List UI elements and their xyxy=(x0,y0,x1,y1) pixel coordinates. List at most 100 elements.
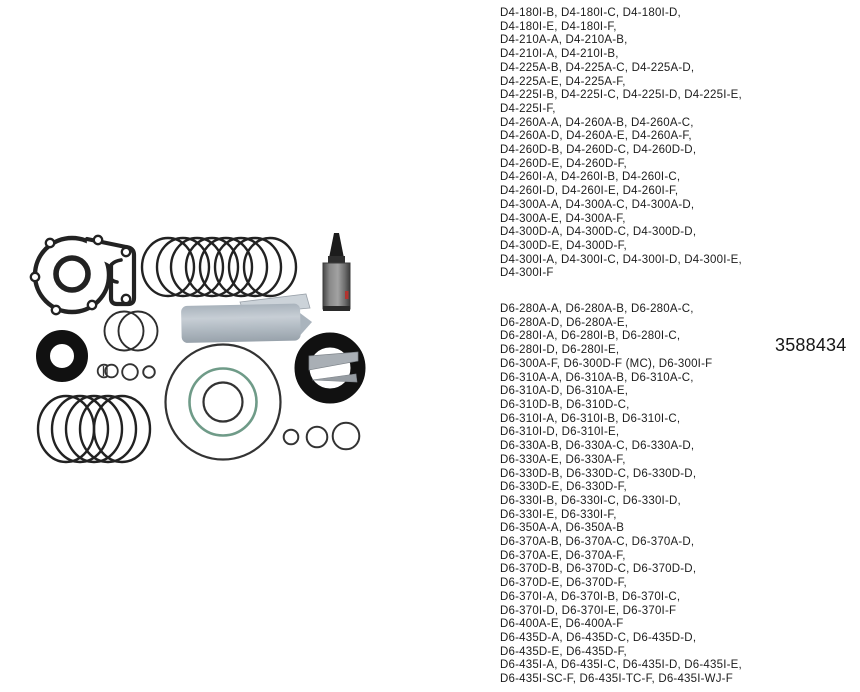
model-line: D4-260A-A, D4-260A-B, D4-260A-C, xyxy=(500,116,694,129)
model-line: D4-225A-B, D4-225A-C, D4-225A-D, xyxy=(500,61,695,74)
small-o-ring-trio xyxy=(282,421,361,451)
gasket-flange-outline xyxy=(84,236,137,307)
bolt-hole xyxy=(50,304,62,316)
large-o-ring xyxy=(92,394,152,464)
model-line: D6-310I-A, D6-310I-B, D6-310I-C, xyxy=(500,412,681,425)
model-line: D4-180I-E, D4-180I-F, xyxy=(500,20,617,33)
bolt-hole xyxy=(92,234,104,246)
o-ring xyxy=(184,236,240,298)
seal-green-ring xyxy=(188,367,258,437)
model-line: D4-210I-A, D4-210I-B, xyxy=(500,48,619,61)
bolt-hole xyxy=(86,299,98,311)
model-line: D6-435I-SC-F, D6-435I-TC-F, D6-435I-WJ-F xyxy=(500,673,733,686)
model-line: D6-280I-A, D6-280I-B, D6-280I-C, xyxy=(500,330,681,343)
seal-inner-ring xyxy=(202,381,244,423)
model-line: D6-330A-E, D6-330A-F, xyxy=(500,453,626,466)
bottle-body xyxy=(322,262,351,310)
model-list: D4-180I-B, D4-180I-C, D4-180I-D,D4-180I-… xyxy=(500,7,852,687)
o-ring xyxy=(227,236,283,298)
model-line: D6-330D-B, D6-330D-C, D6-330D-D, xyxy=(500,467,697,480)
model-line: D6-370I-D, D6-370I-E, D6-370I-F xyxy=(500,604,677,617)
model-line: D6-435D-A, D6-435D-C, D6-435D-D, xyxy=(500,631,697,644)
model-line: D6-370I-A, D6-370I-B, D6-370I-C, xyxy=(500,590,681,603)
model-line: D6-280I-D, D6-280I-E, xyxy=(500,344,620,357)
model-line: D6-370A-B, D6-370A-C, D6-370A-D, xyxy=(500,536,695,549)
model-line: D4-260I-A, D4-260I-B, D4-260I-C, xyxy=(500,171,681,184)
model-line: D4-260D-B, D4-260D-C, D4-260D-D, xyxy=(500,144,697,157)
thin-ring-pair xyxy=(103,310,159,352)
model-line: D4-300D-E, D4-300D-F, xyxy=(500,239,627,252)
model-line: D4-225A-E, D4-225A-F, xyxy=(500,75,626,88)
bolt-hole xyxy=(29,271,41,283)
model-line: D6-310A-A, D6-310A-B, D6-310A-C, xyxy=(500,371,694,384)
model-line: D6-370D-E, D6-370D-F, xyxy=(500,577,627,590)
model-line: D4-180I-B, D4-180I-C, D4-180I-D, xyxy=(500,7,681,19)
part-number: 3588434 xyxy=(775,335,847,355)
bottle-neck xyxy=(328,256,345,264)
bottle-label-red-mark xyxy=(345,291,349,299)
bolt-hole xyxy=(120,246,132,258)
model-line: D6-310I-D, D6-310I-E, xyxy=(500,426,620,439)
small-seal-ring xyxy=(121,363,139,381)
model-line: D6-370A-E, D6-370A-F, xyxy=(500,549,626,562)
seal-outer-ring xyxy=(164,343,282,461)
small-o-ring xyxy=(331,421,361,451)
model-line: D4-210A-A, D4-210A-B, xyxy=(500,34,628,47)
o-ring xyxy=(169,236,225,298)
o-ring-coil xyxy=(140,236,298,298)
small-o-ring xyxy=(282,428,300,446)
o-ring xyxy=(140,236,196,298)
model-section-d4: D4-180I-B, D4-180I-C, D4-180I-D,D4-180I-… xyxy=(500,7,852,281)
o-ring xyxy=(198,236,254,298)
model-line: D6-330I-E, D6-330I-F, xyxy=(500,508,617,521)
installation-wedge-small xyxy=(311,373,358,383)
model-line: D6-330I-B, D6-330I-C, D6-330I-D, xyxy=(500,494,681,507)
thick-rubber-seal-right xyxy=(294,332,366,404)
large-o-ring xyxy=(64,394,124,464)
sleeve-body xyxy=(181,303,301,343)
small-o-ring xyxy=(305,425,329,449)
model-line: D6-435D-E, D6-435D-F, xyxy=(500,645,627,658)
model-line: D6-370D-B, D6-370D-C, D6-370D-D, xyxy=(500,563,697,576)
model-line: D4-260A-D, D4-260A-E, D4-260A-F, xyxy=(500,130,692,143)
model-line: D6-330D-E, D6-330D-F, xyxy=(500,481,627,494)
model-line: D6-435I-A, D6-435I-C, D6-435I-D, D6-435I… xyxy=(500,659,742,672)
thin-ring xyxy=(117,310,159,352)
gasket-bolt-holes xyxy=(29,234,132,316)
model-line: D4-260D-E, D4-260D-F, xyxy=(500,157,627,170)
sealant-bottle xyxy=(322,233,351,311)
large-o-ring-set xyxy=(36,394,152,464)
model-line: D6-300A-F, D6-300D-F (MC), D6-300I-F xyxy=(500,357,713,370)
rubber-ring xyxy=(294,332,366,404)
small-grommet xyxy=(96,363,119,379)
gasket-center-ring xyxy=(53,255,91,293)
model-line: D4-300I-A, D4-300I-C, D4-300I-D, D4-300I… xyxy=(500,253,742,266)
model-line: D6-310D-B, D6-310D-C, xyxy=(500,398,630,411)
gasket-volute-hook xyxy=(107,258,123,284)
small-seal-ring xyxy=(142,365,156,379)
model-line: D4-300I-F xyxy=(500,267,554,280)
model-line: D6-400A-E, D6-400A-F xyxy=(500,618,624,631)
large-seal-with-green-ring xyxy=(164,343,282,461)
model-line: D4-225I-B, D4-225I-C, D4-225I-D, D4-225I… xyxy=(500,89,742,102)
pump-housing-gasket xyxy=(29,234,137,316)
installation-wedge-large xyxy=(308,351,359,371)
model-line: D4-225I-F, xyxy=(500,102,556,115)
model-line: D4-300D-A, D4-300D-C, D4-300D-D, xyxy=(500,226,697,239)
large-o-ring xyxy=(78,394,138,464)
model-line: D4-260I-D, D4-260I-E, D4-260I-F, xyxy=(500,185,679,198)
model-line: D6-310A-D, D6-310A-E, xyxy=(500,385,629,398)
model-line: D6-280A-A, D6-280A-B, D6-280A-C, xyxy=(500,303,694,316)
grey-sleeve xyxy=(181,293,312,343)
bottle-nozzle-cap xyxy=(329,233,344,258)
model-line: D6-330A-B, D6-330A-C, D6-330A-D, xyxy=(500,440,695,453)
model-line: D6-350A-A, D6-350A-B xyxy=(500,522,625,535)
grommet-ring xyxy=(104,363,119,379)
model-section-d6: D6-280A-A, D6-280A-B, D6-280A-C,D6-280A-… xyxy=(500,303,852,687)
model-line: D6-280A-D, D6-280A-E, xyxy=(500,316,629,329)
bolt-hole xyxy=(120,293,132,305)
thick-rubber-seal-left xyxy=(36,330,88,382)
model-line: D4-300A-A, D4-300A-C, D4-300A-D, xyxy=(500,198,695,211)
o-ring xyxy=(213,236,269,298)
